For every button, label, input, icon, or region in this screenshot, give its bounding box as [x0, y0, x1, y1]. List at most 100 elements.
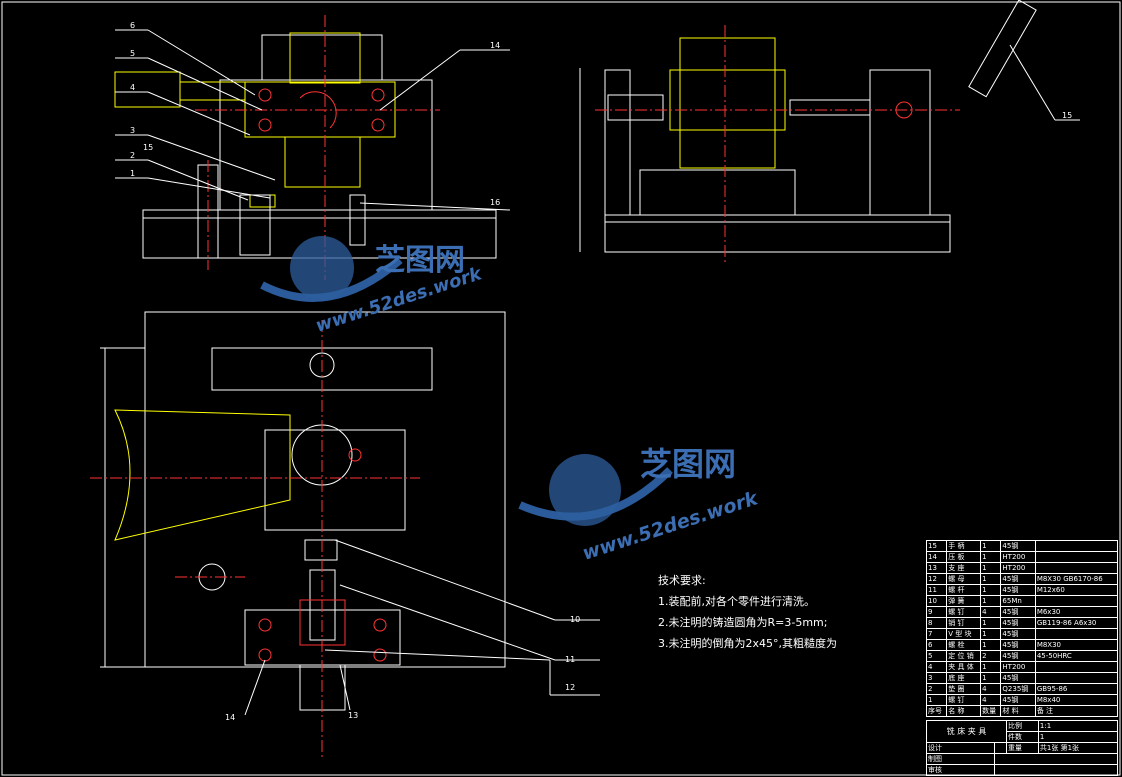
bom-cell: 螺 杆 — [946, 584, 982, 596]
side-callout-15: 15 — [1062, 111, 1072, 120]
callout-11: 11 — [565, 655, 575, 664]
bom-cell: 45钢 — [1000, 573, 1036, 585]
title-block: 铣 床 夹 具 比例 1:1 件数 1 设计 重量 共1张 第1张 制图 审核 — [926, 720, 1119, 776]
bom-cell — [1034, 595, 1119, 607]
technical-requirements: 技术要求: 1.装配前,对各个零件进行清洗。 2.未注明的铸造圆角为R=3-5m… — [658, 570, 837, 654]
bom-cell: 垫 圈 — [946, 683, 982, 695]
bom-cell: 9 — [925, 606, 948, 618]
drafter-label: 制图 — [926, 753, 995, 765]
watermark-globe-icon — [290, 236, 354, 300]
bom-cell: 45钢 — [1000, 606, 1036, 618]
callout-3: 3 — [130, 126, 135, 135]
designer-label: 设计 — [926, 742, 995, 754]
bom-cell: 手 柄 — [946, 540, 982, 552]
bom-cell — [1034, 551, 1119, 563]
bom-cell: 4 — [925, 661, 948, 673]
bom-cell: 45钢 — [1000, 628, 1036, 640]
callout-15: 15 — [143, 143, 153, 152]
bom-cell: 4 — [980, 694, 1002, 706]
bom-cell: 螺 钉 — [946, 694, 982, 706]
bom-cell: 序号 — [925, 705, 948, 717]
callout-10: 10 — [570, 615, 580, 624]
bom-cell: 压 板 — [946, 551, 982, 563]
bom-cell: HT200 — [1000, 551, 1036, 563]
bom-cell: 6 — [925, 639, 948, 651]
bom-cell: GB95-86 — [1034, 683, 1119, 695]
front-view — [114, 15, 511, 280]
bom-cell: 2 — [925, 683, 948, 695]
checker-label: 审核 — [926, 764, 995, 776]
bom-cell: 45钢 — [1000, 672, 1036, 684]
bom-cell: 45钢 — [1000, 650, 1036, 662]
drawing-name: 铣 床 夹 具 — [926, 720, 1007, 743]
bom-cell: 1 — [980, 595, 1002, 607]
sheet-info: 共1张 第1张 — [1037, 742, 1119, 754]
callout-14: 14 — [225, 713, 235, 722]
bom-cell: 定 位 销 — [946, 650, 982, 662]
bom-header-row: 序号名 称数量材 料备 注 — [925, 705, 1119, 717]
bom-cell: 支 座 — [946, 562, 982, 574]
bom-cell: V 型 块 — [946, 628, 982, 640]
callout-12: 12 — [565, 683, 575, 692]
bom-cell: 1 — [925, 694, 948, 706]
bom-cell: 7 — [925, 628, 948, 640]
bom-cell: GB119-86 A6x30 — [1034, 617, 1119, 629]
bom-cell: 1 — [980, 573, 1002, 585]
bom-cell: 螺 钉 — [946, 606, 982, 618]
bom-cell: 4 — [980, 683, 1002, 695]
bom-cell: 65Mn — [1000, 595, 1036, 607]
bom-cell: 11 — [925, 584, 948, 596]
bom-cell — [1034, 661, 1119, 673]
callout-2: 2 — [130, 151, 135, 160]
bom-cell: 数量 — [980, 705, 1002, 717]
bom-cell: 螺 栓 — [946, 639, 982, 651]
bom-cell: 45钢 — [1000, 540, 1036, 552]
watermark-center: 芝图网 www.52des.work — [518, 445, 762, 565]
watermark-globe-icon — [549, 454, 621, 526]
callout-13: 13 — [348, 711, 358, 720]
plan-view-callouts: 10 11 12 14 13 — [225, 615, 580, 722]
watermark-top: 芝图网 www.52des.work — [260, 236, 485, 337]
bom-cell: 4 — [980, 606, 1002, 618]
bom-cell: 45-50HRC — [1034, 650, 1119, 662]
bom-cell: 1 — [980, 661, 1002, 673]
tech-item-2: 2.未注明的铸造圆角为R=3-5mm; — [658, 616, 828, 629]
bom-cell: 名 称 — [946, 705, 982, 717]
bom-cell: M8X30 — [1034, 639, 1119, 651]
bom-cell — [1034, 628, 1119, 640]
bom-cell: 销 钉 — [946, 617, 982, 629]
bom-cell: HT200 — [1000, 661, 1036, 673]
bom-cell — [1034, 540, 1119, 552]
bom-cell — [1034, 672, 1119, 684]
bom-cell: 1 — [980, 562, 1002, 574]
bom-cell: 10 — [925, 595, 948, 607]
bom-cell: HT200 — [1000, 562, 1036, 574]
qty-value: 1 — [1037, 731, 1119, 743]
bom-cell: 1 — [980, 628, 1002, 640]
callout-5: 5 — [130, 49, 135, 58]
side-view — [579, 0, 1080, 262]
scale-value: 1:1 — [1037, 720, 1119, 732]
bom-cell: 15 — [925, 540, 948, 552]
bom-cell: 13 — [925, 562, 948, 574]
bom-cell: 弹 簧 — [946, 595, 982, 607]
scale-label: 比例 — [1006, 720, 1039, 732]
plan-view — [90, 311, 600, 760]
bom-cell: 螺 母 — [946, 573, 982, 585]
